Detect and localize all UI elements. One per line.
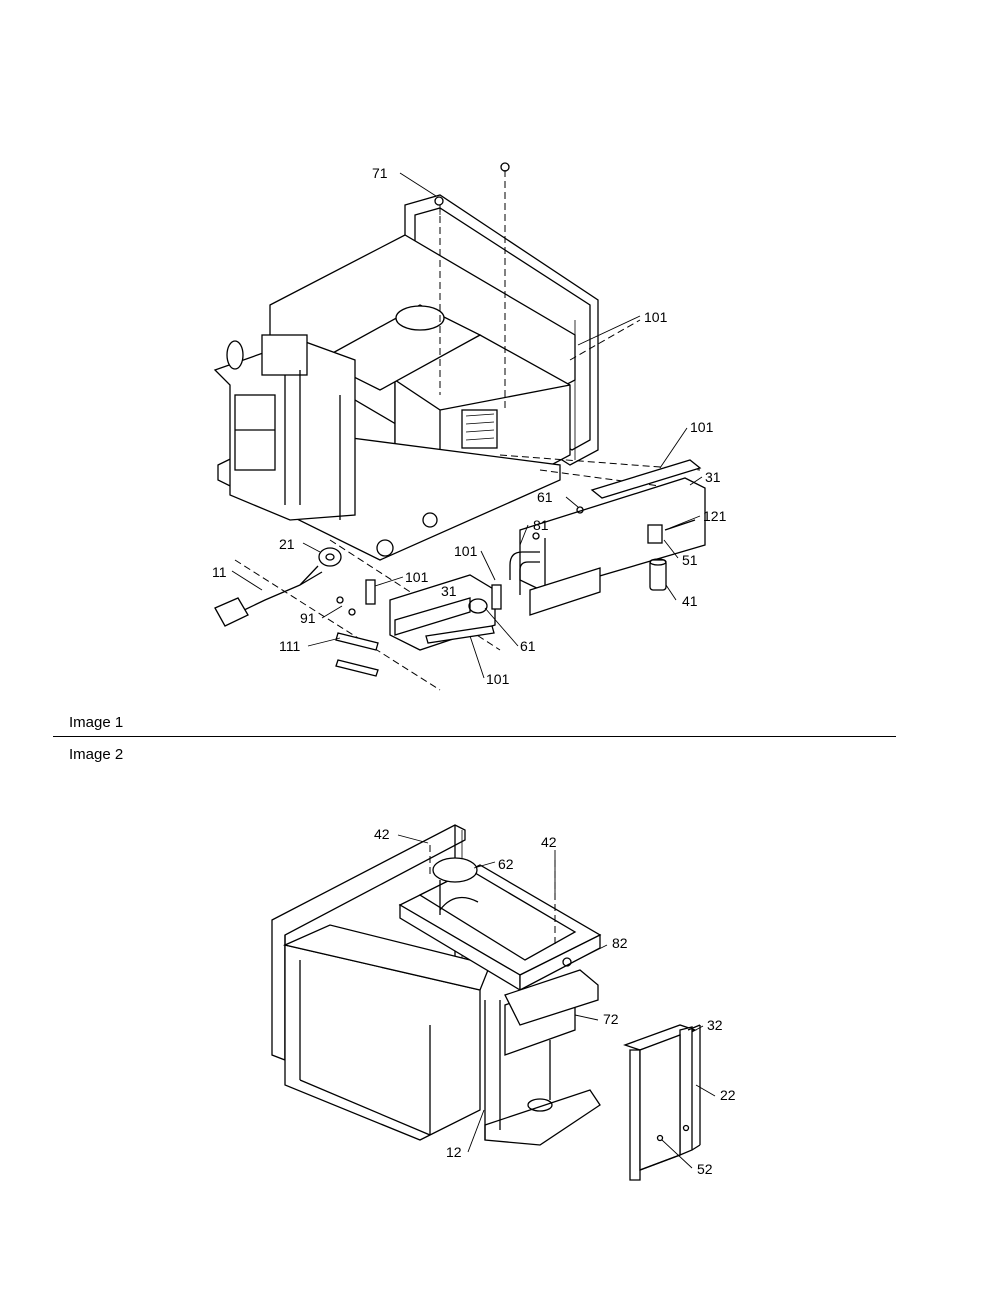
callout-12: 12 [446,1144,462,1160]
callout-81: 81 [533,517,549,533]
image2-caption: Image 2 [69,746,124,763]
callout-21: 21 [279,536,295,552]
image1-caption: Image 1 [69,714,124,731]
callout-61-right: 61 [537,489,553,505]
callout-42-left: 42 [374,826,390,842]
callout-31-lower: 31 [441,583,457,599]
callout-41: 41 [682,593,698,609]
callout-51: 51 [682,552,698,568]
callout-121: 121 [703,508,727,524]
callout-111: 111 [279,638,300,654]
image2-callout-labels: 42 62 42 82 72 32 22 12 52 [374,826,736,1177]
callout-11: 11 [212,564,227,580]
callout-22: 22 [720,1087,736,1103]
callout-32: 32 [707,1017,723,1033]
image2-assembly-drawing [271,824,701,1181]
callout-72: 72 [603,1011,619,1027]
callout-101-top: 101 [644,309,668,325]
callout-101-rail: 101 [690,419,714,435]
image1-leader-lines [231,172,703,679]
callout-101-mid: 101 [454,543,478,559]
callout-42-right: 42 [541,834,557,850]
callout-61-lower: 61 [520,638,536,654]
image1-callout-labels: 71 101 101 31 61 121 81 51 41 21 11 101 … [212,165,727,687]
callout-82: 82 [612,935,628,951]
section-divider [53,736,896,737]
callout-71: 71 [372,165,388,181]
callout-101-left: 101 [405,569,429,585]
callout-52: 52 [697,1161,713,1177]
callout-101-bottom: 101 [486,671,510,687]
callout-31-right: 31 [705,469,721,485]
image1-assembly-drawing [213,162,706,691]
image2-leader-lines [397,834,716,1169]
callout-62: 62 [498,856,514,872]
callout-91: 91 [300,610,316,626]
